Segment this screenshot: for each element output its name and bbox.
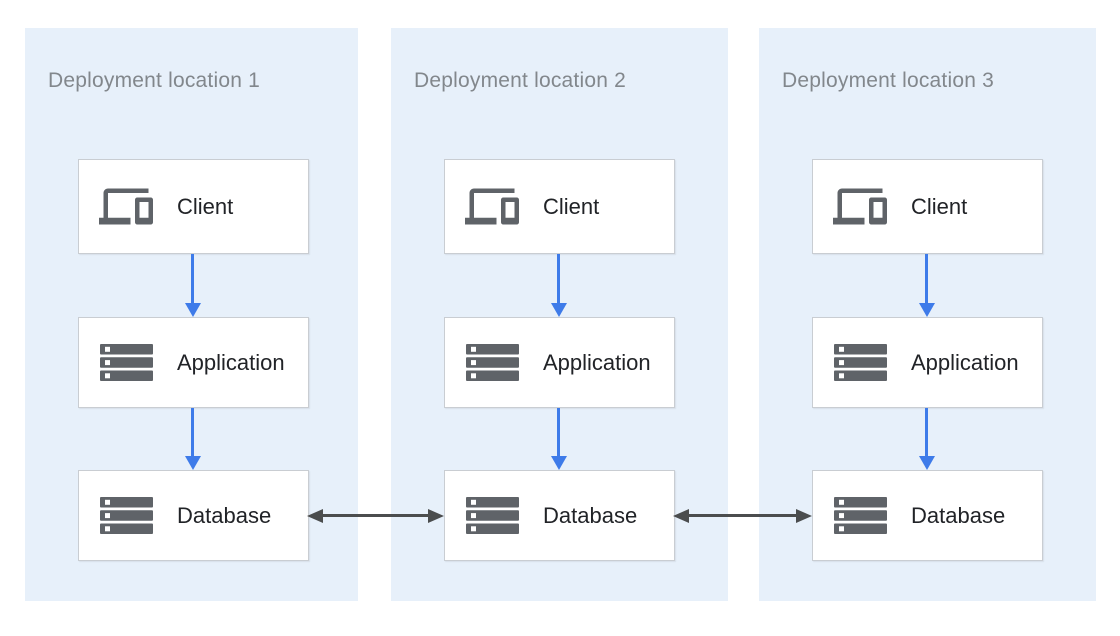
node-application: Application (812, 317, 1043, 408)
client-to-application-arrow (918, 254, 935, 317)
node-client: Client (812, 159, 1043, 254)
node-database: Database (78, 470, 309, 561)
node-label: Application (177, 349, 285, 375)
node-client: Client (444, 159, 675, 254)
devices-icon (464, 184, 520, 229)
client-to-application-arrow (184, 254, 201, 317)
application-to-database-arrow (184, 408, 201, 470)
devices-icon (832, 184, 888, 229)
node-label: Client (911, 193, 968, 219)
node-database: Database (444, 470, 675, 561)
arrowhead-left-icon (307, 508, 323, 523)
node-label: Client (543, 193, 600, 219)
server-stack-icon (98, 497, 154, 534)
database-sync-arrow-2-3 (673, 508, 812, 523)
deployment-location-panel-2: Deployment location 2 Client Application… (391, 28, 728, 601)
client-to-application-arrow (550, 254, 567, 317)
application-to-database-arrow (550, 408, 567, 470)
arrowhead-down-icon (184, 456, 201, 470)
arrowhead-left-icon (673, 508, 689, 523)
database-sync-arrow-1-2 (307, 508, 444, 523)
panel-title: Deployment location 3 (782, 69, 994, 93)
arrowhead-down-icon (918, 456, 935, 470)
arrowhead-down-icon (918, 303, 935, 317)
devices-icon (98, 184, 154, 229)
arrowhead-down-icon (550, 303, 567, 317)
panel-title: Deployment location 2 (414, 69, 626, 93)
server-stack-icon (464, 344, 520, 381)
panel-title: Deployment location 1 (48, 69, 260, 93)
arrowhead-down-icon (550, 456, 567, 470)
node-label: Database (543, 502, 638, 528)
arrowhead-right-icon (428, 508, 444, 523)
deployment-location-panel-1: Deployment location 1 Client Application… (25, 28, 358, 601)
server-stack-icon (832, 497, 888, 534)
node-application: Application (78, 317, 309, 408)
arrowhead-right-icon (796, 508, 812, 523)
node-application: Application (444, 317, 675, 408)
node-label: Database (911, 502, 1006, 528)
node-label: Client (177, 193, 234, 219)
application-to-database-arrow (918, 408, 935, 470)
node-label: Application (543, 349, 651, 375)
arrowhead-down-icon (184, 303, 201, 317)
server-stack-icon (98, 344, 154, 381)
node-database: Database (812, 470, 1043, 561)
server-stack-icon (832, 344, 888, 381)
server-stack-icon (464, 497, 520, 534)
node-label: Database (177, 502, 272, 528)
node-client: Client (78, 159, 309, 254)
deployment-location-panel-3: Deployment location 3 Client Application… (759, 28, 1096, 601)
node-label: Application (911, 349, 1019, 375)
